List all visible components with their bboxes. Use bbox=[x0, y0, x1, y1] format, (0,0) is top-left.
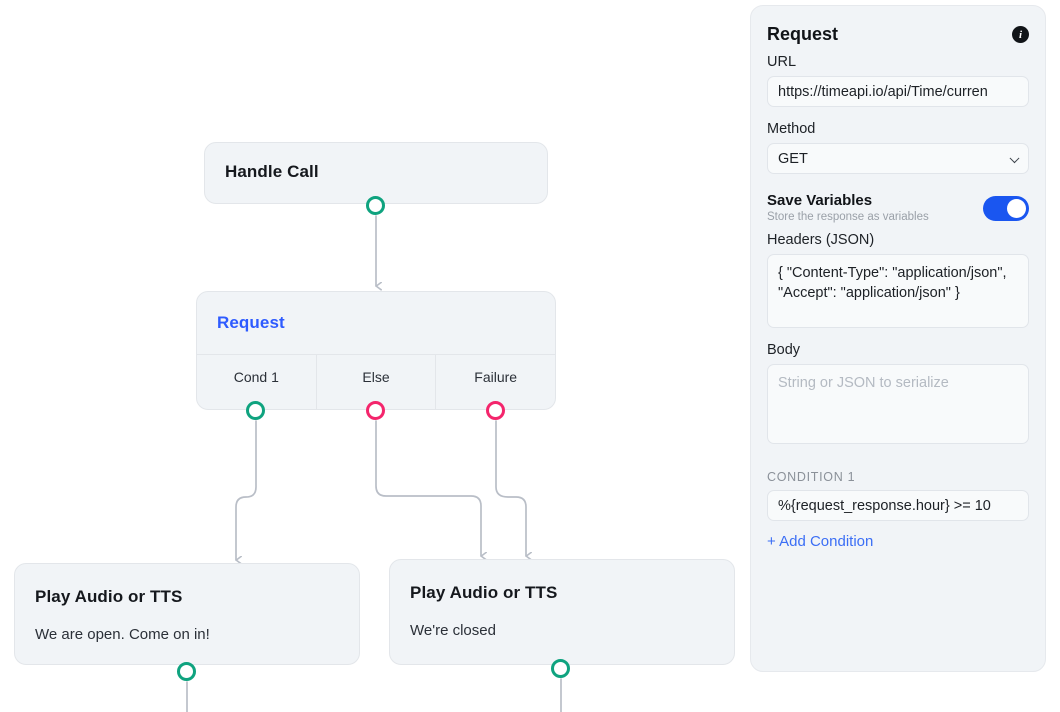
node-request-output-handle-failure[interactable] bbox=[486, 401, 505, 420]
body-label: Body bbox=[767, 342, 801, 358]
node-request-port-cond1-label: Cond 1 bbox=[233, 369, 279, 385]
save-variables-toggle-knob bbox=[1007, 199, 1026, 218]
save-variables-title: Save Variables bbox=[767, 192, 873, 209]
body-textarea[interactable]: String or JSON to serialize bbox=[767, 364, 1029, 444]
node-request-port-cond1[interactable]: Cond 1 bbox=[197, 355, 316, 409]
node-tts-open-output-handle[interactable] bbox=[177, 662, 196, 681]
node-request-output-handle-else[interactable] bbox=[366, 401, 385, 420]
headers-textarea[interactable]: { "Content-Type": "application/json", "A… bbox=[767, 254, 1029, 328]
method-label: Method bbox=[767, 121, 816, 137]
condition-1-label: CONDITION 1 bbox=[767, 470, 856, 484]
node-tts-open-title: Play Audio or TTS bbox=[35, 587, 183, 606]
node-handle-call-output-handle[interactable] bbox=[366, 196, 385, 215]
node-request[interactable]: Request Cond 1 Else Failure bbox=[196, 291, 556, 410]
node-handle-call-title: Handle Call bbox=[225, 162, 319, 181]
node-tts-closed-subtitle: We're closed bbox=[410, 622, 496, 639]
node-request-ports: Cond 1 Else Failure bbox=[197, 355, 555, 409]
node-request-port-else-label: Else bbox=[362, 369, 390, 385]
save-variables-subtitle: Store the response as variables bbox=[767, 211, 929, 223]
flow-canvas[interactable]: Handle Call Request Cond 1 Else Failure bbox=[0, 0, 750, 712]
node-request-port-else[interactable]: Else bbox=[315, 355, 436, 409]
node-request-output-handle-cond1[interactable] bbox=[246, 401, 265, 420]
panel-title: Request bbox=[767, 24, 839, 44]
node-request-port-failure-label: Failure bbox=[474, 369, 518, 385]
wire-cond1-tts-open bbox=[235, 420, 257, 560]
method-select-value: GET bbox=[778, 150, 808, 167]
node-request-port-failure[interactable]: Failure bbox=[435, 355, 555, 409]
node-request-title: Request bbox=[217, 313, 285, 332]
add-condition-button[interactable]: + Add Condition bbox=[767, 533, 874, 550]
node-tts-open[interactable]: Play Audio or TTS We are open. Come on i… bbox=[14, 563, 360, 665]
save-variables-row: Save Variables Store the response as var… bbox=[767, 192, 1029, 232]
wire-else-tts-closed bbox=[375, 420, 481, 556]
chevron-down-icon bbox=[1009, 152, 1020, 163]
wire-failure-tts-closed bbox=[495, 420, 526, 556]
url-label: URL bbox=[767, 54, 797, 70]
condition-1-input[interactable]: %{request_response.hour} >= 10 bbox=[767, 490, 1029, 521]
node-request-header: Request bbox=[197, 292, 555, 355]
headers-label: Headers (JSON) bbox=[767, 232, 875, 248]
node-tts-closed[interactable]: Play Audio or TTS We're closed bbox=[389, 559, 735, 665]
node-handle-call[interactable]: Handle Call bbox=[204, 142, 548, 204]
method-select[interactable]: GET bbox=[767, 143, 1029, 174]
node-tts-closed-title: Play Audio or TTS bbox=[410, 583, 558, 602]
panel-header: Request i bbox=[767, 24, 1029, 54]
node-tts-open-subtitle: We are open. Come on in! bbox=[35, 626, 210, 643]
save-variables-toggle[interactable] bbox=[983, 196, 1029, 221]
node-tts-closed-output-handle[interactable] bbox=[551, 659, 570, 678]
request-inspector-panel: Request i URL https://timeapi.io/api/Tim… bbox=[750, 5, 1046, 672]
info-icon[interactable]: i bbox=[1012, 26, 1029, 43]
url-input[interactable]: https://timeapi.io/api/Time/curren bbox=[767, 76, 1029, 107]
